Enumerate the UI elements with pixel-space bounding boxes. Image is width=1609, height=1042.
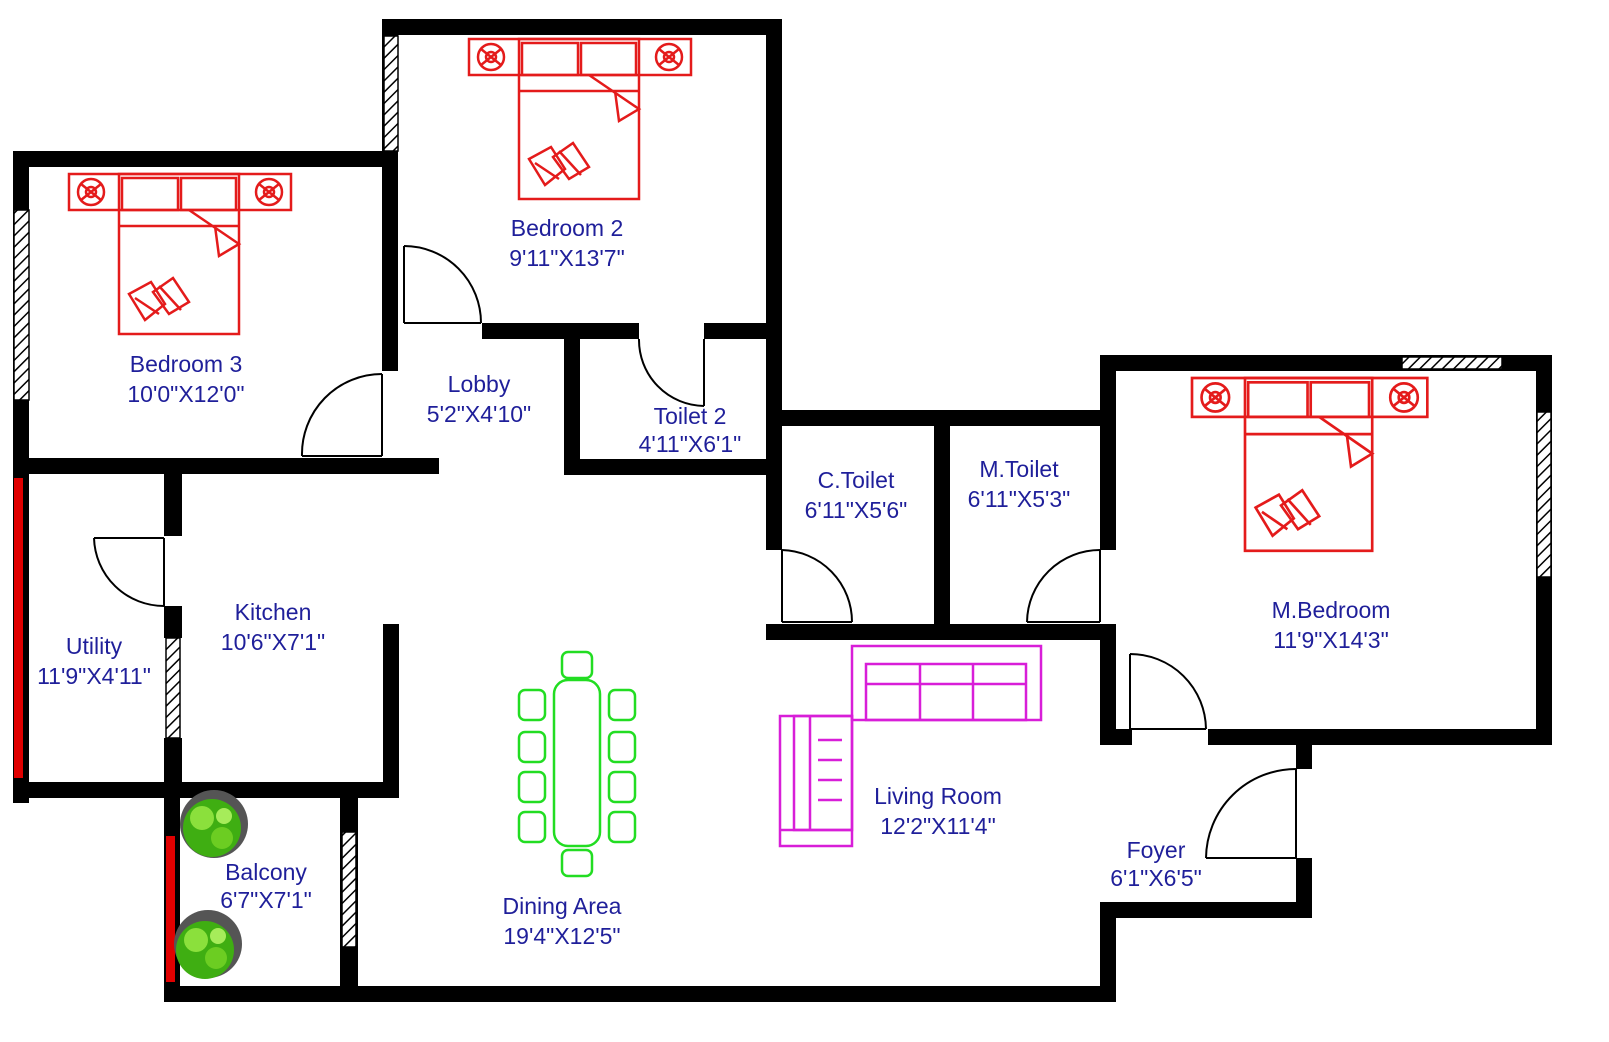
window-icon — [165, 637, 181, 739]
room-size-bedroom3: 10'0"X12'0" — [127, 381, 244, 407]
bed-icon — [1190, 376, 1429, 553]
door-swing-icon — [300, 373, 383, 457]
room-size-foyer: 6'1"X6'5" — [1110, 865, 1202, 891]
balcony-rail — [166, 836, 175, 982]
door-swing-icon — [781, 549, 853, 623]
window-icon — [383, 35, 399, 152]
plant-icon — [174, 910, 242, 979]
room-name-bedroom2: Bedroom 2 — [511, 215, 624, 241]
door-swing-icon — [1026, 549, 1101, 623]
walls — [13, 19, 1552, 1002]
room-size-lobby: 5'2"X4'10" — [427, 401, 531, 427]
room-size-toilet2: 4'11"X6'1" — [639, 431, 742, 457]
room-size-utility: 11'9"X4'11" — [37, 663, 151, 689]
room-name-foyer: Foyer — [1127, 837, 1186, 863]
room-name-kitchen: Kitchen — [235, 599, 312, 625]
bed-icon — [67, 172, 293, 336]
room-name-mtoilet: M.Toilet — [979, 456, 1059, 482]
doors — [93, 245, 1297, 859]
room-name-dining: Dining Area — [503, 893, 622, 919]
bed-icon — [467, 37, 693, 201]
room-name-bedroom3: Bedroom 3 — [130, 351, 243, 377]
room-size-mbedroom: 11'9"X14'3" — [1273, 627, 1389, 653]
room-size-mtoilet: 6'11"X5'3" — [968, 486, 1071, 512]
room-size-balcony: 6'7"X7'1" — [220, 887, 312, 913]
balcony-rail — [14, 478, 23, 778]
door-swing-icon — [1129, 653, 1207, 730]
sofa-icon — [778, 644, 1043, 848]
room-labels: Bedroom 2 9'11"X13'7" Bedroom 3 10'0"X12… — [37, 215, 1390, 949]
door-swing-icon — [93, 537, 165, 607]
room-size-living: 12'2"X11'4" — [880, 813, 996, 839]
room-name-mbedroom: M.Bedroom — [1272, 597, 1391, 623]
room-size-ctoilet: 6'11"X5'6" — [805, 497, 908, 523]
window-icon — [1401, 356, 1503, 370]
room-name-living: Living Room — [874, 783, 1002, 809]
door-swing-icon — [637, 338, 705, 407]
room-size-kitchen: 10'6"X7'1" — [221, 629, 325, 655]
room-size-dining: 19'4"X12'5" — [503, 923, 620, 949]
room-size-bedroom2: 9'11"X13'7" — [509, 245, 625, 271]
room-name-utility: Utility — [66, 633, 123, 659]
dining-table-icon — [517, 650, 637, 878]
room-name-balcony: Balcony — [225, 859, 307, 885]
room-name-ctoilet: C.Toilet — [818, 467, 895, 493]
room-name-lobby: Lobby — [448, 371, 511, 397]
window-icon — [341, 831, 357, 948]
window-icon — [1536, 411, 1552, 578]
windows — [13, 35, 1552, 982]
window-icon — [13, 209, 30, 401]
plant-icon — [180, 790, 248, 858]
room-name-toilet2: Toilet 2 — [654, 403, 727, 429]
door-swing-icon — [403, 245, 482, 324]
door-swing-icon — [1205, 768, 1297, 859]
